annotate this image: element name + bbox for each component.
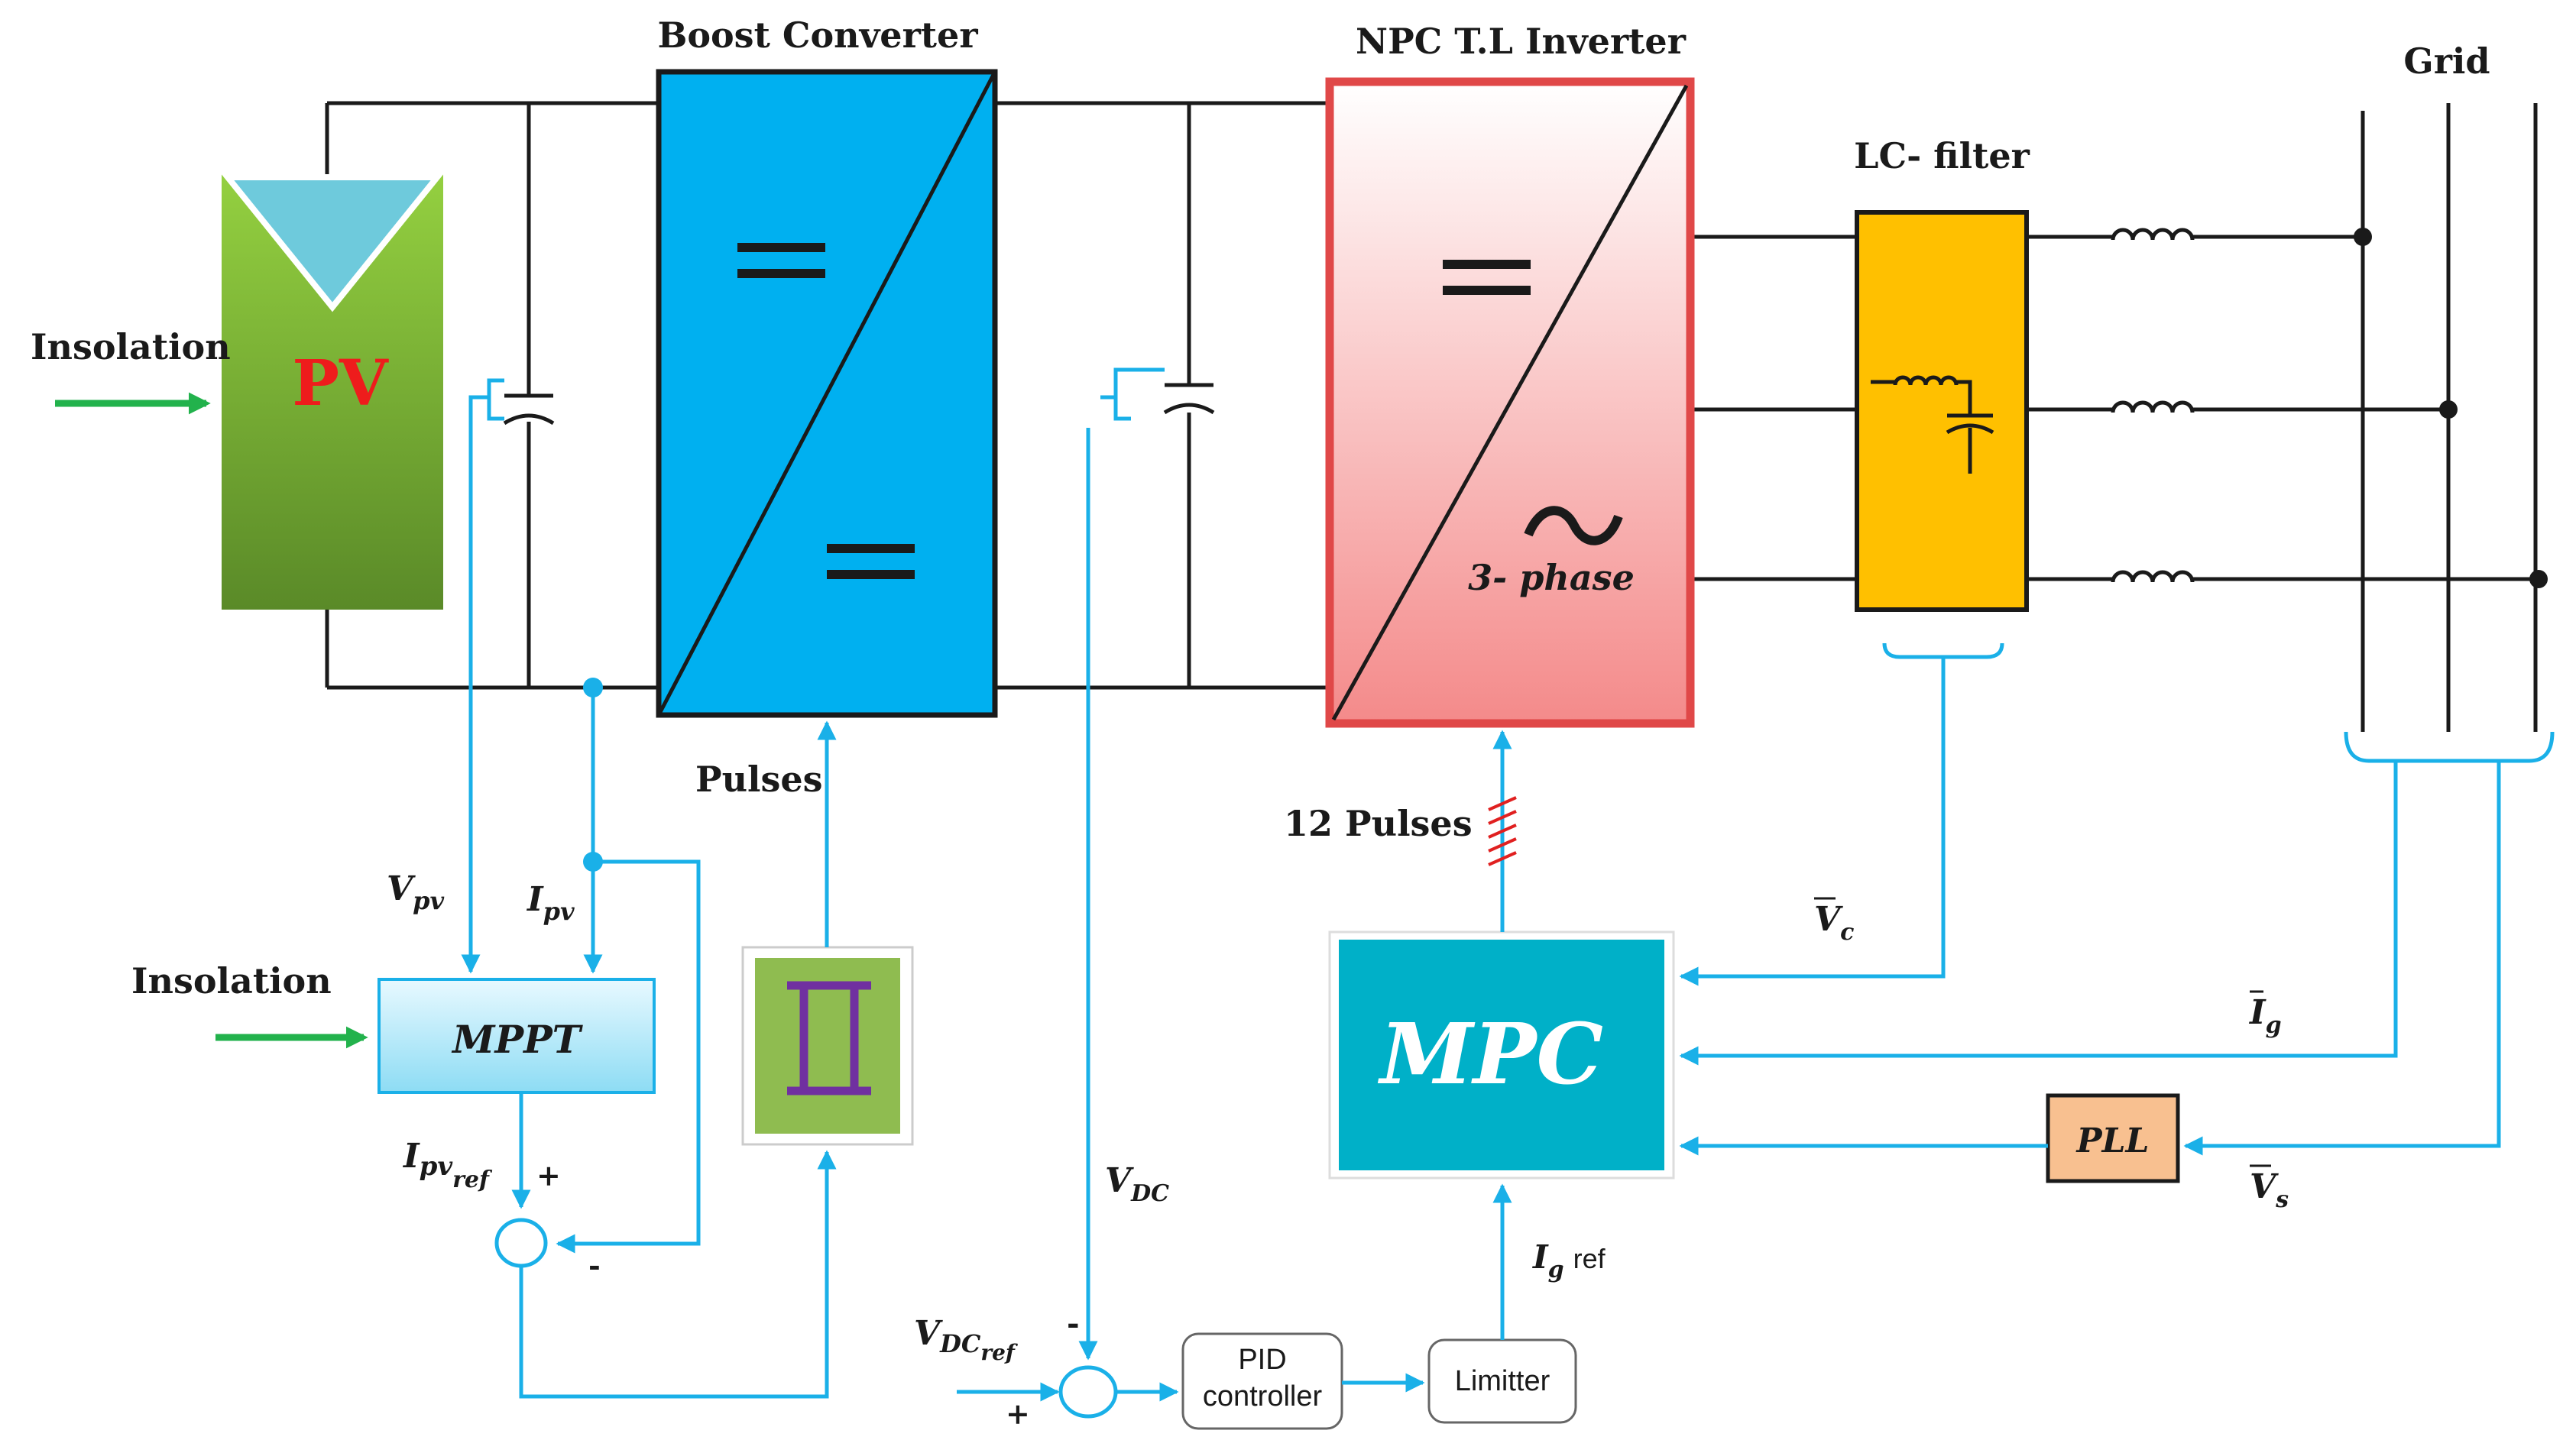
minus-sign-1: -: [588, 1248, 601, 1283]
grid-title: Grid: [2403, 40, 2490, 82]
mppt-label: MPPT: [451, 1017, 584, 1062]
mpc-label: MPC: [1377, 1005, 1603, 1103]
v-pv-label: Vpv: [387, 869, 445, 915]
pwm-block: [741, 946, 914, 1146]
ac-sine-icon: [1524, 506, 1623, 545]
control-wiring: [461, 367, 2555, 1419]
inverter-title: NPC T.L Inverter: [1356, 21, 1687, 62]
plus-sign-1: +: [536, 1158, 561, 1192]
insolation-top-label: Insolation: [31, 326, 231, 367]
npc-inverter: 3- phase: [1325, 77, 1695, 728]
v-c-label: Vc: [1814, 900, 1854, 946]
power-wiring: [325, 101, 2548, 732]
summing-junction-2: [1058, 1365, 1118, 1419]
hysteresis-icon: [787, 981, 871, 1095]
pulses12-label: 12 Pulses: [1284, 803, 1473, 844]
minus-sign-2: -: [1067, 1306, 1080, 1341]
mppt-block: MPPT: [377, 978, 656, 1094]
v-dc-label: VDC: [1105, 1161, 1169, 1207]
dc-symbol-icon: [827, 544, 915, 553]
boost-converter: [656, 69, 998, 718]
pid-block: PID controller: [1181, 1332, 1343, 1430]
i-pv-label: Ipv: [526, 880, 575, 926]
pll-label: PLL: [2075, 1121, 2150, 1160]
pid-label-1: PID: [1238, 1344, 1286, 1376]
insolation-bottom-label: Insolation: [131, 960, 332, 1002]
inductor-icon: [1893, 375, 1959, 386]
i-pv-ref-label: Ipvref: [402, 1137, 493, 1193]
v-dc-ref-label: VDCref: [914, 1314, 1019, 1365]
pid-label-2: controller: [1203, 1380, 1323, 1413]
boost-title: Boost Converter: [657, 15, 978, 56]
lc-filter-title: LC- filter: [1854, 135, 2030, 176]
limiter-label: Limitter: [1455, 1365, 1550, 1397]
pulse-bus-icon: [1488, 796, 1517, 866]
pv-panel: PV: [221, 174, 444, 610]
dc-symbol-icon: [737, 243, 825, 252]
dc-symbol-icon: [1443, 260, 1531, 269]
pv-label: PV: [292, 347, 389, 420]
lc-filter: [1855, 210, 2029, 612]
plus-sign-2: +: [1006, 1396, 1030, 1431]
pll-block: PLL: [2046, 1093, 2180, 1183]
mpc-block: MPC: [1328, 930, 1675, 1180]
inverter-phase-label: 3- phase: [1468, 557, 1635, 598]
limiter-block: Limitter: [1427, 1338, 1577, 1424]
i-g-label: Ig: [2248, 993, 2282, 1039]
summing-junction-1: [494, 1218, 548, 1268]
v-s-label: Vs: [2250, 1167, 2289, 1213]
pulses-label: Pulses: [695, 759, 823, 800]
